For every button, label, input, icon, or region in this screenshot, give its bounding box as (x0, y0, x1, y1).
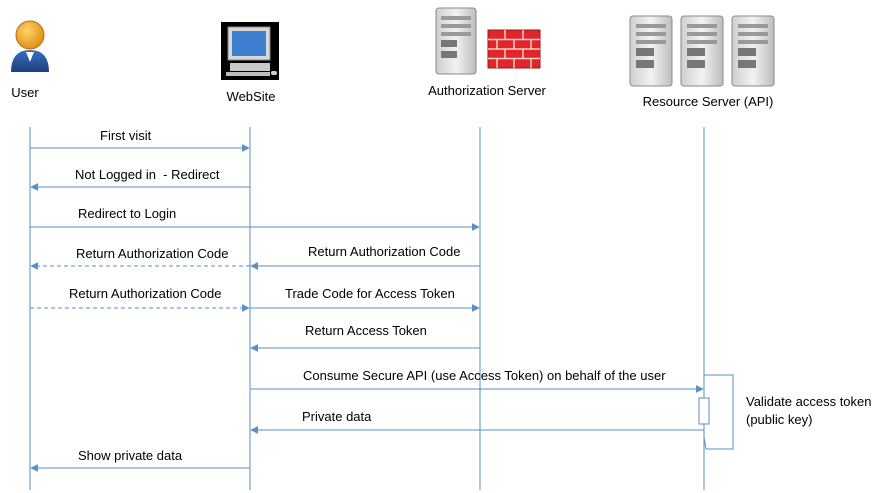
message-label: Private data (302, 409, 372, 424)
participant-resource-server: Resource Server (API) (643, 94, 774, 109)
participant-auth-server: Authorization Server (428, 83, 546, 98)
message-label: First visit (100, 128, 152, 143)
computer-icon (221, 22, 279, 80)
participant-user: User (11, 85, 39, 100)
message-label: Return Authorization Code (69, 286, 221, 301)
user-icon (11, 20, 49, 72)
self-call-loop (698, 374, 734, 450)
message-label: Redirect to Login (78, 206, 176, 221)
message-label: Consume Secure API (use Access Token) on… (303, 368, 666, 383)
participant-website: WebSite (227, 89, 276, 104)
server-icon (680, 15, 724, 87)
message-label: Return Authorization Code (76, 246, 228, 261)
server-icon (731, 15, 775, 87)
message-label: Trade Code for Access Token (285, 286, 455, 301)
server-icon (435, 7, 477, 75)
firewall-icon (487, 29, 541, 69)
message-label: Return Access Token (305, 323, 427, 338)
message-label: Not Logged in - Redirect (75, 167, 220, 182)
note-line-1: Validate access token (746, 394, 872, 409)
note-line-2: (public key) (746, 412, 812, 427)
message-label: Return Authorization Code (308, 244, 460, 259)
message-label: Show private data (78, 448, 183, 463)
server-icon (629, 15, 673, 87)
